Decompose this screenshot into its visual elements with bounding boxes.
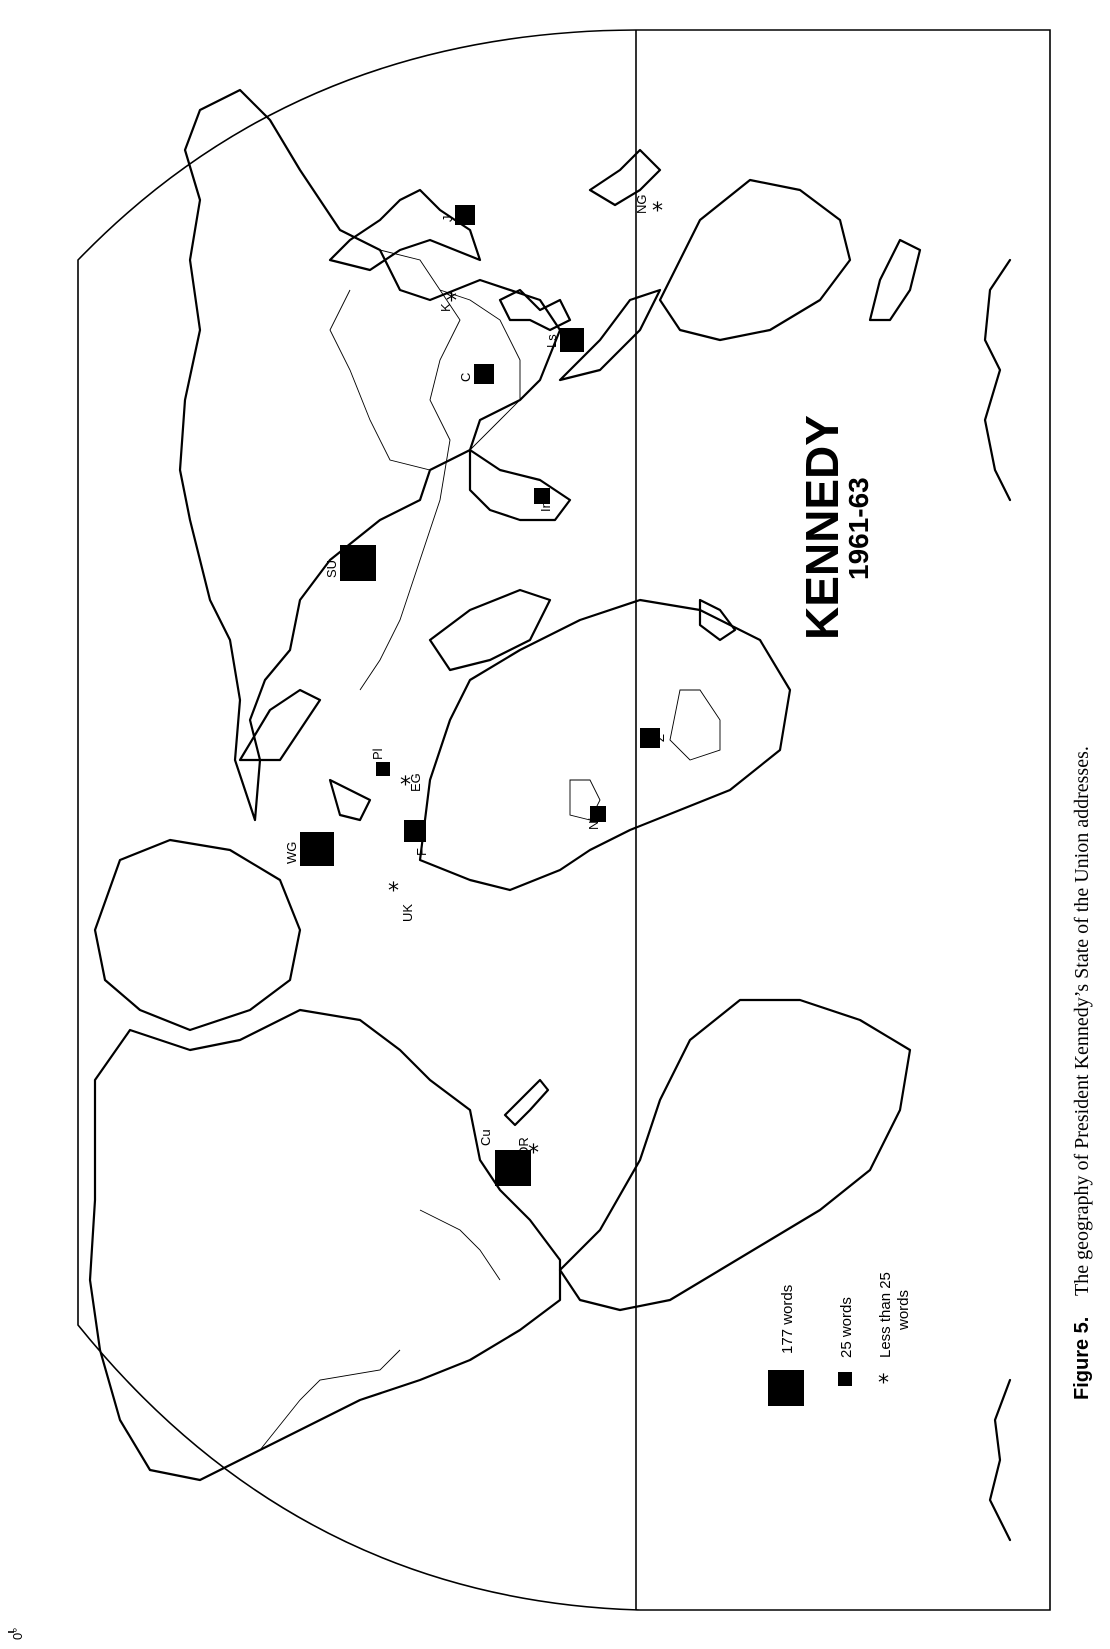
madagascar-outline: [698, 598, 737, 642]
symbol-k: *: [446, 289, 457, 314]
africa-outline: [418, 598, 792, 892]
greenland-outline: [93, 838, 302, 1032]
symbol-in: [534, 488, 550, 504]
legend-small-square: [838, 1372, 852, 1386]
symbol-j: [455, 205, 475, 225]
scandinavia-outline: [238, 688, 322, 762]
eurasia-outline: [178, 88, 562, 822]
label-su: SU: [324, 560, 339, 578]
legend-star-symbol: *: [878, 1371, 889, 1396]
cuba-outline: [503, 1078, 550, 1127]
figure-caption-label: Figure 5.: [1071, 1317, 1093, 1400]
us-mexico-border: [419, 1209, 501, 1281]
label-k: K: [438, 303, 453, 312]
symbol-ls: [560, 328, 584, 352]
symbol-c: [474, 364, 494, 384]
label-wg: WG: [284, 842, 299, 864]
japan-outline: [328, 188, 482, 272]
china-border: [329, 289, 521, 471]
legend-small-label: 25 words: [838, 1297, 855, 1358]
map-frame: [77, 29, 1051, 1611]
label-c: C: [458, 373, 473, 382]
symbol-eg: *: [400, 773, 411, 798]
australia-outline: [658, 178, 852, 342]
soviet-border: [359, 249, 461, 691]
label-z: Z: [652, 734, 667, 742]
india-outline: [468, 448, 572, 522]
antarctica-fringe-2: [988, 1378, 1012, 1542]
equator-label: 0°: [10, 1628, 25, 1640]
legend-star-label-2: words: [895, 1290, 912, 1331]
symbol-ni: [590, 806, 606, 822]
label-eg: EG: [408, 773, 423, 792]
arabia-outline: [428, 588, 552, 672]
figure-caption-text: The geography of President Kennedy’s Sta…: [1071, 746, 1093, 1296]
label-pl: Pl: [370, 748, 385, 760]
symbol-z: [640, 728, 660, 748]
label-f: F: [414, 848, 429, 856]
label-uk: UK: [400, 904, 415, 922]
new-zealand-outline: [868, 238, 922, 322]
symbol-ng: *: [652, 199, 663, 224]
label-cu: Cu: [478, 1129, 493, 1146]
symbol-wg: [300, 832, 334, 866]
south-america-outline: [558, 998, 912, 1312]
new-guinea-outline: [588, 148, 662, 207]
symbol-pl: [376, 762, 390, 776]
indonesia-outline: [558, 288, 662, 382]
label-ni: Ni: [586, 818, 601, 830]
symbol-f: [404, 820, 426, 842]
symbol-su: [340, 545, 376, 581]
label-ls: Ls: [544, 334, 559, 348]
legend-large-label: 177 words: [779, 1285, 796, 1354]
legend-large-square: [768, 1370, 804, 1406]
british-isles-outline: [328, 778, 372, 822]
symbol-uk: *: [388, 879, 399, 904]
legend-star-label-1: Less than 25: [877, 1272, 894, 1358]
symbol-dr: *: [528, 1141, 539, 1166]
symbol-cu: [495, 1150, 531, 1186]
label-dr: DR: [516, 1137, 531, 1156]
label-ng: NG: [634, 195, 649, 215]
map-years: 1961-63: [843, 477, 874, 580]
map-title: KENNEDY: [796, 415, 848, 640]
north-america-outline: [88, 1008, 562, 1482]
label-j: J: [440, 216, 455, 223]
zaire-border: [669, 689, 721, 761]
antarctica-fringe: [983, 258, 1012, 502]
us-canada-border: [259, 1349, 401, 1451]
philippines-outline: [498, 288, 572, 332]
label-in: In: [538, 501, 553, 512]
